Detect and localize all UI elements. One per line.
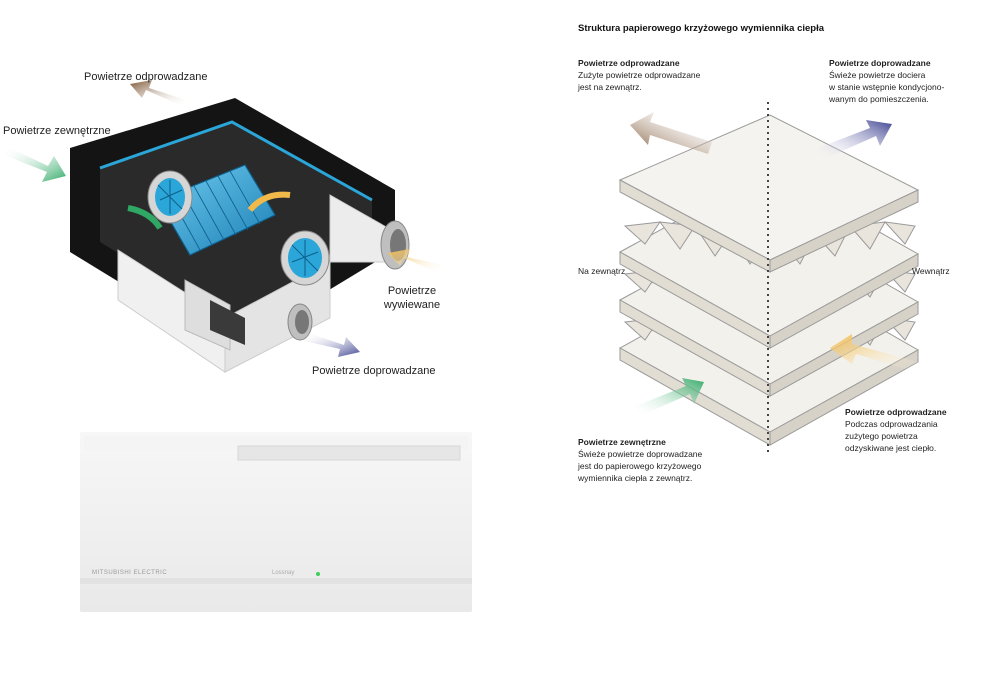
callout-line: jest do papierowego krzyżowego <box>578 461 702 471</box>
callout-line: wanym do pomieszczenia. <box>829 94 929 104</box>
fan-icon <box>280 230 330 286</box>
fan-icon <box>147 170 193 224</box>
label-outdoor-air: Powietrze zewnętrzne <box>3 125 111 137</box>
internal-return-flow-arrow <box>247 191 291 213</box>
callout-heading: Powietrze zewnętrzne <box>578 437 666 447</box>
callout-exhaust-bottom-right: Powietrze odprowadzane Podczas odprowadz… <box>845 406 947 454</box>
callout-line: Podczas odprowadzania <box>845 419 938 429</box>
return-inlet-arrow <box>830 334 918 372</box>
exhaust-air-arrow <box>130 80 186 106</box>
label-exhaust-top: Powietrze odprowadzane <box>84 71 208 83</box>
callout-line: w stanie wstępnie kondycjono- <box>829 82 945 92</box>
callout-line: jest na zewnątrz. <box>578 82 642 92</box>
label-outside: Na zewnątrz <box>578 266 626 276</box>
callout-heading: Powietrze doprowadzane <box>829 58 931 68</box>
status-led-icon <box>316 572 320 576</box>
label-inside: Wewnątrz <box>912 266 950 276</box>
unit-model: Lossnay <box>272 570 295 576</box>
duct-collar <box>287 303 313 341</box>
supply-air-arrow <box>304 333 360 357</box>
internal-outdoor-flow-arrow <box>127 205 163 230</box>
label-supply-air: Powietrze doprowadzane <box>312 365 436 377</box>
label-return-air-2: wywiewane <box>383 299 441 311</box>
callout-line: Świeże powietrze doprowadzane <box>578 449 703 459</box>
return-air-arrow <box>388 249 442 273</box>
label-return-air-1: Powietrze <box>387 285 437 297</box>
exhaust-outlet-arrow <box>630 112 712 154</box>
callout-heading: Powietrze odprowadzane <box>845 407 947 417</box>
callout-exhaust-top-left: Powietrze odprowadzane Zużyte powietrze … <box>578 57 700 93</box>
right-diagram-title: Struktura papierowego krzyżowego wymienn… <box>578 23 825 34</box>
unit-brand: MITSUBISHI ELECTRIC <box>92 570 168 576</box>
callout-line: odzyskiwane jest ciepło. <box>845 443 937 453</box>
callout-supply-top-right: Powietrze doprowadzane Świeże powietrze … <box>829 57 944 105</box>
callout-line: zużytego powietrza <box>845 431 918 441</box>
callout-line: Zużyte powietrze odprowadzane <box>578 70 701 80</box>
callout-line: Świeże powietrze dociera <box>829 70 926 80</box>
outdoor-inlet-arrow <box>636 378 704 416</box>
ceiling-unit <box>80 432 472 612</box>
supply-outlet-arrow <box>818 120 892 160</box>
callout-outdoor-bottom-left: Powietrze zewnętrzne Świeże powietrze do… <box>578 436 702 484</box>
outdoor-air-arrow <box>4 147 66 182</box>
callout-heading: Powietrze odprowadzane <box>578 58 680 68</box>
callout-line: wymiennika ciepła z zewnątrz. <box>578 473 693 483</box>
